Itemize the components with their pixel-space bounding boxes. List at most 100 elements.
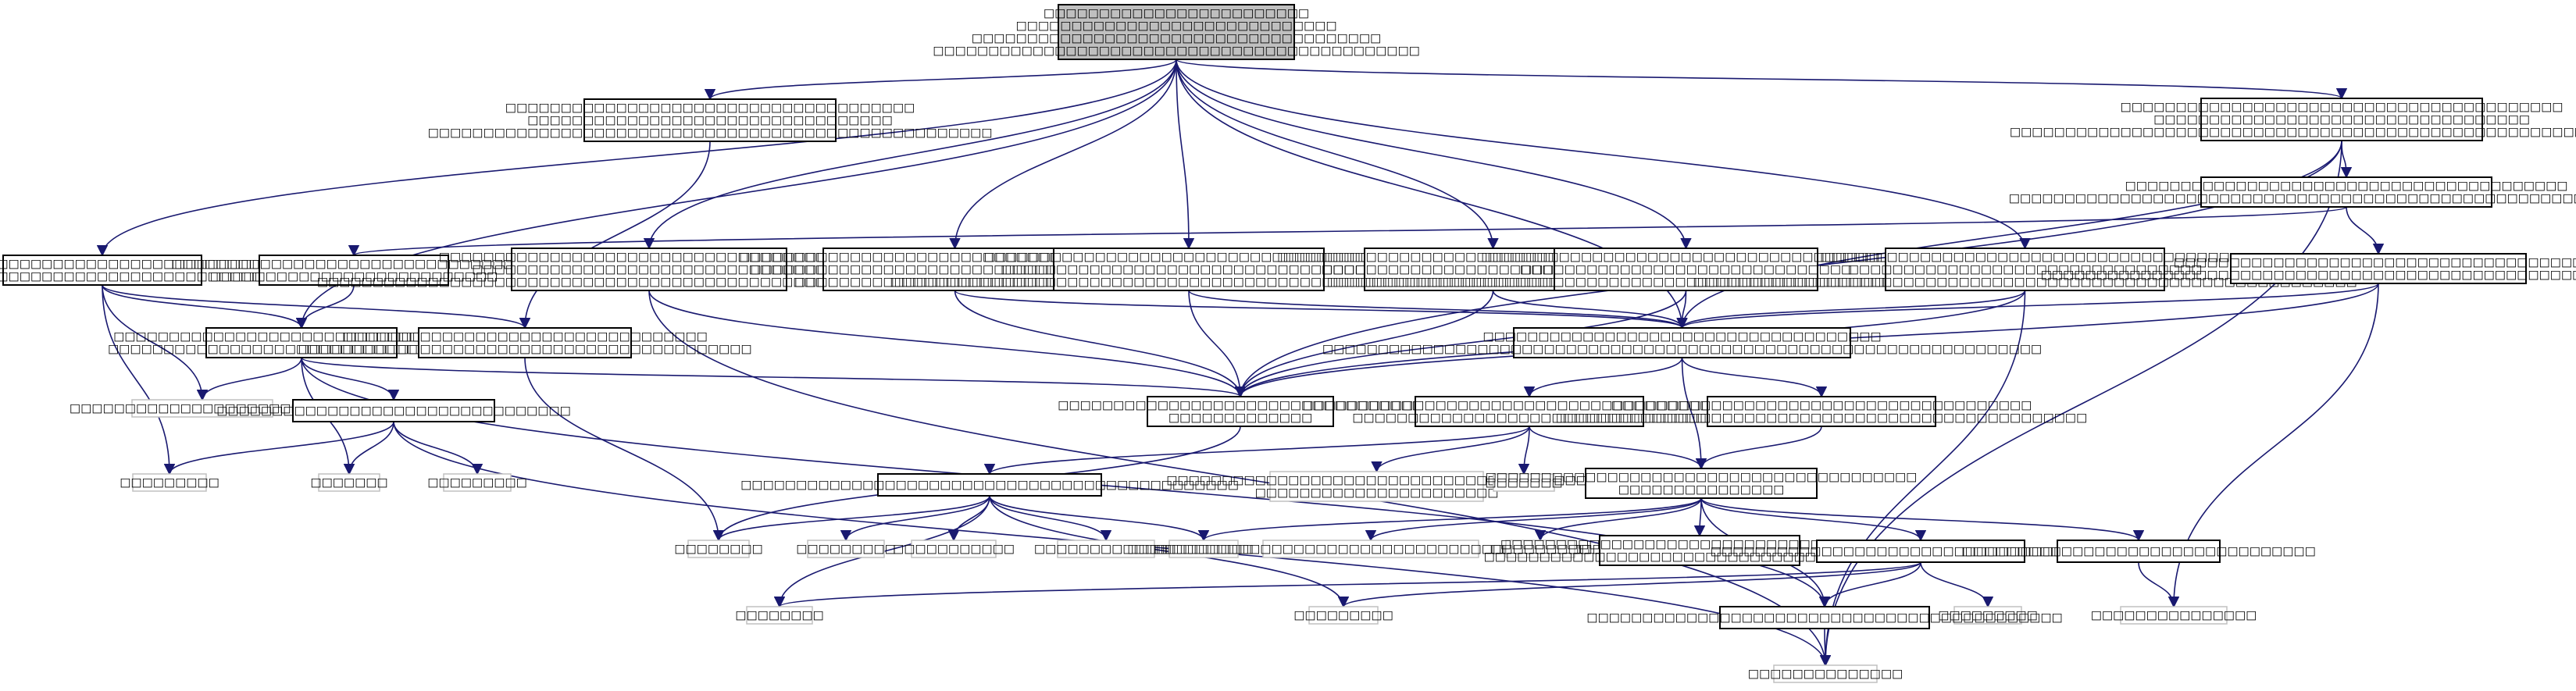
node-label-line: □□□□□□□□□□□□□□□□□□□□□□□□□□□□□□□□	[1352, 411, 1707, 425]
edge-b1-to-g2	[102, 284, 176, 476]
node-label-line: □□□□□□□□□□□□□□□□□□□□□□□□□□□□□□□□□□□□□□□□…	[317, 275, 981, 289]
edge-root-to-b8	[1176, 59, 2031, 250]
node-label-line: □□□□□□□□□□□□□□□□□□□□□□□□□□□□□□□□□□	[2153, 112, 2530, 126]
edge-f2-to-g15	[1338, 561, 1921, 608]
node-box	[1816, 540, 2025, 563]
unlinked-node-g3: □□□□□□□	[310, 473, 388, 492]
node-box	[1058, 4, 1295, 60]
unlinked-node-g6: □□□□□□□	[1485, 473, 1563, 492]
node-box	[259, 255, 449, 286]
node-box	[511, 248, 787, 291]
node-box	[1585, 468, 1818, 499]
node-box	[1415, 396, 1644, 427]
edge-e1-to-g8	[840, 495, 990, 542]
graph-edge	[989, 495, 1112, 542]
edge-e2-to-f1	[1693, 497, 1706, 537]
edge-a2-to-a3	[2340, 140, 2353, 179]
edge-b1-to-c2	[102, 284, 530, 329]
edge-f2-to-h1	[1818, 561, 1921, 608]
edge-d2-to-g6	[1518, 426, 1530, 476]
edges-layer	[96, 59, 2385, 667]
graph-edge	[1518, 426, 1530, 476]
node-label-line: □□□□□□□□□□□□□□□□□□□□□□□□□□□□□□□□□□□□□□	[1611, 398, 2032, 412]
graph-node-d1: □□□□□□□□□□□□□□□□□□□□□□□□□□□□□□□□	[216, 399, 571, 422]
edge-e2-to-g13	[1534, 497, 1702, 542]
node-label-line: □□□□□□□□□□□□□□□□□□□□□□□□□□□□□□□□□□□□□□	[1166, 473, 1587, 487]
node-label-line: □□□□□□□□□□□□□□□□□□□□□□□□□□□□□□□□□□□□□	[1481, 250, 1890, 264]
node-label-line: □□□□□□□□□□□□□□□□□□□□□□□□	[1044, 6, 1309, 20]
graph-node-a1: □□□□□□□□□□□□□□□□□□□□□□□□□□□□□□□□□□□□□□□□…	[428, 98, 992, 142]
edge-c1-to-c4	[301, 357, 1246, 398]
node-label-line: □□□□□□□□□□□□□□□	[2091, 608, 2257, 622]
graph-edge	[301, 357, 1246, 398]
node-box	[911, 540, 997, 558]
unlinked-node-g18: □□□□□□□□□□□□□□	[1748, 664, 1903, 683]
graph-edge	[712, 495, 990, 542]
graph-edge	[1676, 290, 2026, 329]
unlinked-node-g14: □□□□□□□□	[735, 606, 824, 625]
graph-edge	[840, 495, 990, 542]
node-box	[1505, 540, 1575, 558]
graph-edge	[1681, 357, 1828, 398]
node-label-line: □□□□□□□□□□□□□	[1168, 411, 1312, 425]
graph-node-b2: □□□□□□□□□□□□□□□□□□□□□□□□□□□□□□□□□□□□□□□□…	[171, 255, 537, 286]
edge-c2-to-g7	[524, 357, 725, 542]
edge-a1-to-c2	[519, 141, 711, 329]
node-label-line: □□□□□□□□□	[1938, 608, 2038, 622]
edge-a2-to-c3	[1676, 140, 2342, 329]
graph-edge	[1819, 140, 2342, 667]
graph-edge	[301, 357, 400, 401]
node-box	[1953, 606, 2022, 625]
unlinked-node-g13: □□□□□□□□□	[1490, 540, 1590, 558]
node-label-line: □□□□□□□□□□□□□□□□□□□□□□□□□□□□□□□□□	[342, 329, 708, 344]
graph-edge	[1700, 497, 2144, 542]
node-box	[2057, 540, 2221, 563]
graph-edge	[954, 290, 1688, 329]
node-box	[583, 98, 837, 142]
graph-edge	[1818, 561, 1921, 608]
graph-edge	[1700, 497, 1927, 542]
unlinked-node-g5: □□□□□□□□□□□□□□□□□□□□□□□□□□□□□□□□□□□□□□□□…	[1166, 471, 1587, 502]
edge-root-to-b7	[1176, 59, 1692, 250]
graph-edge	[1371, 426, 1530, 473]
node-label-line: □□□□□□□□□□□□□□□□□□□□□□□□□□□□□□	[1520, 262, 1852, 276]
node-box	[2200, 176, 2492, 208]
node-label-line: □□□□□□□□□□□□□□□□□□□□□□□□□□	[210, 269, 498, 283]
edge-a3-to-b2	[348, 206, 2347, 257]
graph-edge	[1695, 426, 1822, 470]
node-label-line: □□□□□□□□□□□□□□□□□□□□□□□□□□□□□□□□□□□□□□□□…	[1556, 411, 2087, 425]
edge-e1-to-g10	[989, 495, 1112, 542]
node-box	[1493, 473, 1555, 492]
node-label-line: □□□□□□□□□□□□□□□□□□□□□□	[1255, 486, 1499, 500]
node-box	[2200, 98, 2483, 141]
graph-edge	[1676, 283, 2379, 329]
unlinked-node-g16: □□□□□□□□□	[1938, 606, 2038, 625]
node-box	[1308, 606, 1379, 625]
unlinked-node-g12: □□□□□□□□□□□□□□□□□□□□□□□□□□□□□□□□□□□□□□□□…	[1127, 540, 1614, 558]
edge-d1-to-g3	[343, 421, 394, 476]
edge-b1-to-g1	[102, 284, 209, 401]
graph-edge	[102, 284, 530, 329]
node-box	[1057, 540, 1155, 558]
node-box	[318, 473, 380, 492]
graph-edge	[96, 59, 1177, 257]
node-label-line: □□□□□□□□□□□□□□□□□□□□□□□□□□□□□	[794, 275, 1115, 289]
unlinked-node-g2: □□□□□□□□□	[120, 473, 219, 492]
node-label-line: □□□□□□□□□□□□□□□□□□□□□□□□□□□□□□□□□□□□□	[505, 101, 915, 115]
graph-node-f2: □□□□□□□□□□□□□□□□□□□□□□□□□□□□□□□□□□□□□□	[1711, 540, 2131, 563]
node-label-line: □□□□□□□□□□□□□□□□□□□□□□□□	[70, 401, 335, 415]
node-label-line: □□□□□□□□□□□□□□□□□□□□□□□□□□□□□□□□□□	[113, 329, 490, 344]
node-label-line: □□□□□□□□□□□□□□□□□□□□□□□□□□□□□□□□□□□□□□□□…	[298, 342, 751, 356]
graph-edge	[343, 421, 394, 476]
unlinked-node-g15: □□□□□□□□□	[1293, 606, 1393, 625]
node-label-line: □□□□□□□□□□□□□□□□□□□□□□□□□□□□□□□□□□□□□	[984, 250, 1393, 264]
node-label-line: □□□□□□□□□□□□□□□□□□□□□□□□□□□□□□□□□□□□	[1500, 537, 1899, 551]
edge-b2-to-c1	[295, 284, 355, 329]
graph-edge	[989, 495, 1210, 542]
graph-edge	[1176, 59, 2347, 100]
edge-root-to-b4	[949, 59, 1177, 250]
graph-edge	[348, 206, 2347, 257]
node-label-line: □□□□□□□□□□□□□□□□□□□□□□□□□□□□□□□□□□□□□□□□	[2121, 100, 2564, 114]
node-label-line: □□□□□□□□□□□□□□□□□□□□□□□□□□□□□□□□□□□□□□□□…	[1322, 342, 2042, 356]
unlinked-node-g4: □□□□□□□□□	[427, 473, 527, 492]
